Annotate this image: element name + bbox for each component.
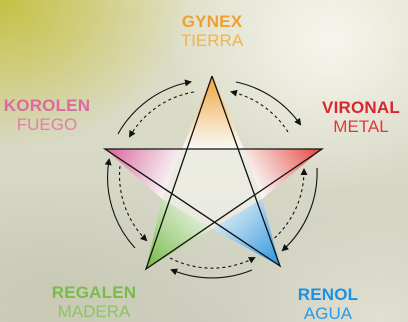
- node-name-korolen: KOROLEN: [2, 97, 92, 114]
- cycle-arrow-bottom-left-to-left: [108, 160, 135, 248]
- node-element-fuego: FUEGO: [2, 116, 92, 133]
- node-name-regalen: REGALEN: [44, 284, 144, 301]
- cycle-arrow-top-to-right: [236, 82, 300, 124]
- node-element-madera: MADERA: [44, 303, 144, 320]
- node-element-tierra: TIERRA: [174, 32, 250, 49]
- node-name-gynex: GYNEX: [174, 13, 250, 30]
- node-label-right: VIRONAL METAL: [316, 99, 406, 135]
- node-label-bottom-right: RENOL AGUA: [288, 286, 368, 322]
- cycle-arrow-bottom-right-to-bottom-left: [172, 270, 252, 278]
- node-name-renol: RENOL: [288, 286, 368, 303]
- node-name-vironal: VIRONAL: [316, 99, 406, 116]
- node-element-agua: AGUA: [288, 305, 368, 322]
- node-label-left: KOROLEN FUEGO: [2, 97, 92, 133]
- dashed-arrow-top-to-left: [130, 92, 194, 136]
- dashed-arrow-right-to-top: [232, 92, 288, 132]
- cycle-arrow-right-to-bottom-right: [283, 168, 317, 250]
- node-label-top: GYNEX TIERRA: [174, 13, 250, 49]
- node-label-bottom-left: REGALEN MADERA: [44, 284, 144, 320]
- cycle-arrow-left-to-top: [118, 82, 190, 134]
- pentagram: [105, 76, 322, 269]
- dashed-arrow-bottom-left-to-bottom-right: [170, 258, 254, 268]
- node-element-metal: METAL: [316, 118, 406, 135]
